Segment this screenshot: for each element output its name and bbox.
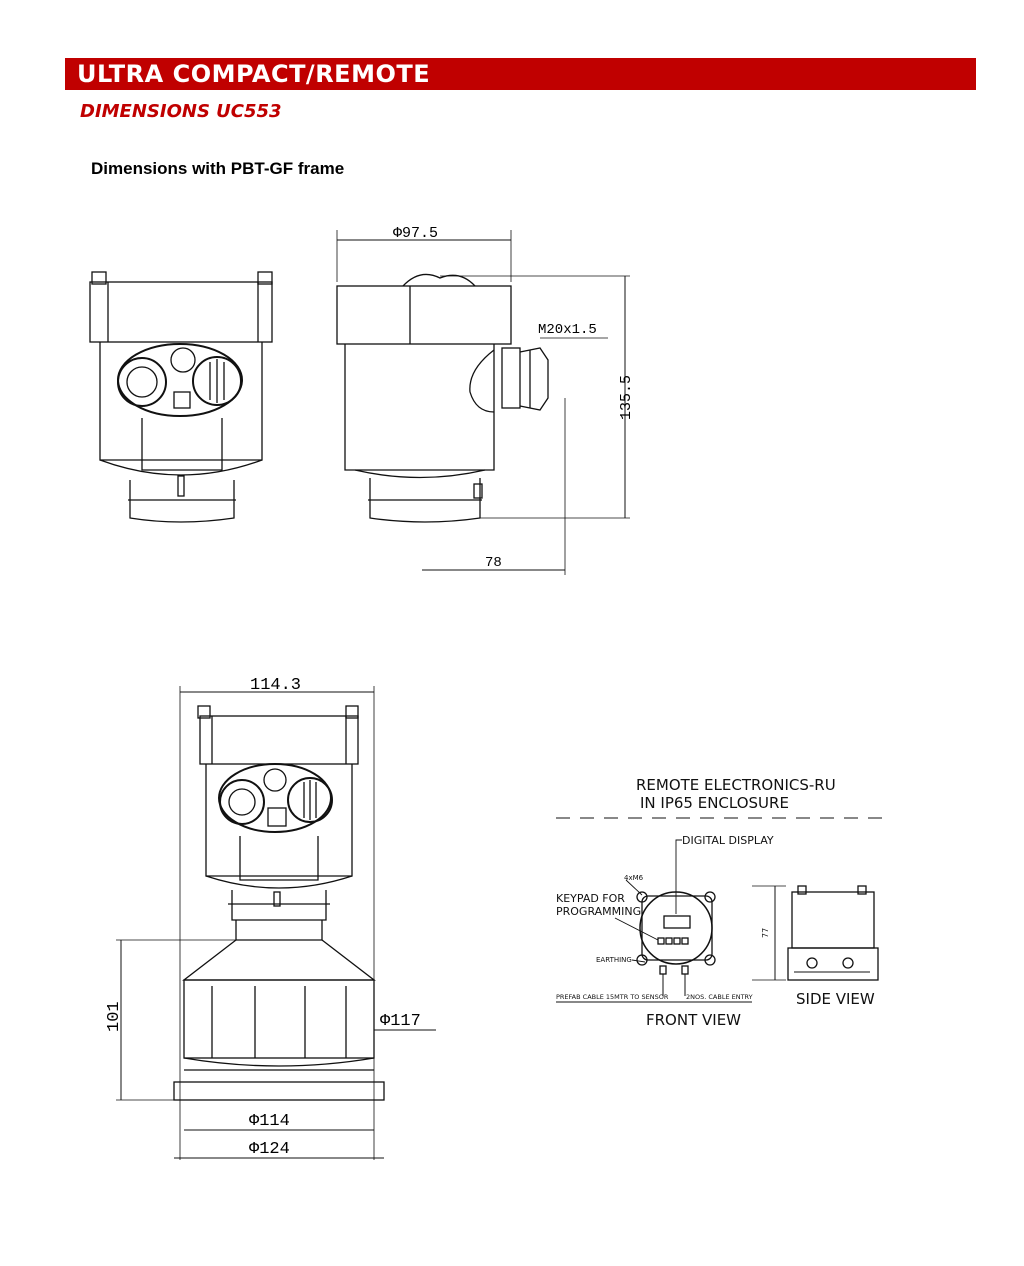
label-bolts: 4xM6 xyxy=(624,874,644,882)
label-digital-display: DIGITAL DISPLAY xyxy=(682,834,774,847)
dim-height-135: 135.5 xyxy=(618,375,635,420)
dim-width-114: 114.3 xyxy=(250,676,301,695)
label-earthing: EARTHING xyxy=(596,956,632,964)
remote-title-line2: IN IP65 ENCLOSURE xyxy=(640,794,789,812)
dim-height-101: 101 xyxy=(105,1001,124,1032)
dim-outer-124: Φ124 xyxy=(249,1140,290,1159)
dim-diameter-97: Φ97.5 xyxy=(393,225,438,242)
dim-thread: M20x1.5 xyxy=(538,322,597,338)
remote-title-line1: REMOTE ELECTRONICS-RU xyxy=(636,776,836,794)
remote-front-view-drawing xyxy=(556,839,752,1003)
title-banner: ULTRA COMPACT/REMOTE xyxy=(65,58,976,90)
figure-caption: Dimensions with PBT-GF frame xyxy=(91,159,345,178)
page-title: ULTRA COMPACT/REMOTE xyxy=(77,60,431,88)
remote-side-view-drawing xyxy=(752,885,879,981)
label-front-view: FRONT VIEW xyxy=(646,1011,741,1029)
side-view-drawing xyxy=(336,230,630,575)
label-prefab-cable: PREFAB CABLE 15MTR TO SENSOR xyxy=(556,993,669,1001)
front-view-drawing xyxy=(89,271,273,523)
dim-side-77: 77 xyxy=(761,928,770,938)
label-cable-entry: 2NOS. CABLE ENTRY xyxy=(686,993,753,1001)
section-subtitle: DIMENSIONS UC553 xyxy=(80,101,282,122)
sensor-flange-drawing xyxy=(116,686,436,1160)
label-keypad-line2: PROGRAMMING xyxy=(556,905,641,918)
dim-width-78: 78 xyxy=(485,555,502,571)
dim-base-114: Φ114 xyxy=(249,1112,290,1131)
label-side-view: SIDE VIEW xyxy=(796,990,875,1008)
label-keypad-line1: KEYPAD FOR xyxy=(556,892,625,905)
dim-flange-117: Φ117 xyxy=(380,1012,421,1031)
